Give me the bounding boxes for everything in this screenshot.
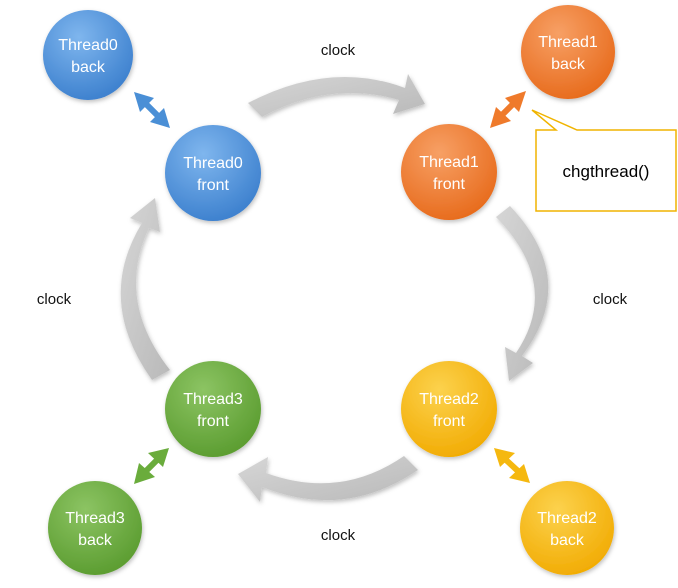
node-thread3-back: Thread3 back bbox=[48, 481, 142, 575]
clock-arrow-bottom bbox=[238, 456, 418, 502]
link-arrow-thread3 bbox=[134, 448, 169, 484]
node-thread2-front: Thread2 front bbox=[401, 361, 497, 457]
clock-arrow-top bbox=[248, 74, 425, 117]
node-thread2-back: Thread2 back bbox=[520, 481, 614, 575]
node-label-line2: back bbox=[550, 532, 585, 549]
node-label-line2: back bbox=[78, 532, 113, 549]
node-thread1-back: Thread1 back bbox=[521, 5, 615, 99]
node-label-line2: front bbox=[433, 176, 466, 193]
node-label-line1: Thread0 bbox=[58, 37, 118, 54]
clock-label-right: clock bbox=[593, 291, 628, 308]
node-label-line1: Thread0 bbox=[183, 155, 243, 172]
node-thread1-front: Thread1 front bbox=[401, 124, 497, 220]
clock-label-top: clock bbox=[321, 42, 356, 59]
clock-arrow-right bbox=[496, 206, 549, 381]
node-label-line2: front bbox=[197, 413, 230, 430]
node-label-line2: back bbox=[71, 59, 106, 76]
callout-chgthread: chgthread() bbox=[531, 109, 677, 212]
clock-label-left: clock bbox=[37, 291, 72, 308]
callout-text: chgthread() bbox=[563, 162, 650, 181]
node-label-line1: Thread1 bbox=[538, 34, 598, 51]
node-label-line2: front bbox=[197, 177, 230, 194]
clock-arrow-left bbox=[120, 198, 170, 380]
link-arrow-thread1 bbox=[490, 91, 526, 128]
node-label-line1: Thread3 bbox=[183, 391, 243, 408]
node-thread0-back: Thread0 back bbox=[43, 10, 133, 100]
link-arrow-thread0 bbox=[134, 92, 170, 128]
node-label-line2: back bbox=[551, 56, 586, 73]
node-thread3-front: Thread3 front bbox=[165, 361, 261, 457]
node-label-line2: front bbox=[433, 413, 466, 430]
clock-label-bottom: clock bbox=[321, 527, 356, 544]
node-label-line1: Thread2 bbox=[537, 510, 597, 527]
node-label-line1: Thread2 bbox=[419, 391, 479, 408]
node-thread0-front: Thread0 front bbox=[165, 125, 261, 221]
node-label-line1: Thread3 bbox=[65, 510, 125, 527]
node-label-line1: Thread1 bbox=[419, 154, 479, 171]
link-arrow-thread2 bbox=[494, 448, 530, 483]
